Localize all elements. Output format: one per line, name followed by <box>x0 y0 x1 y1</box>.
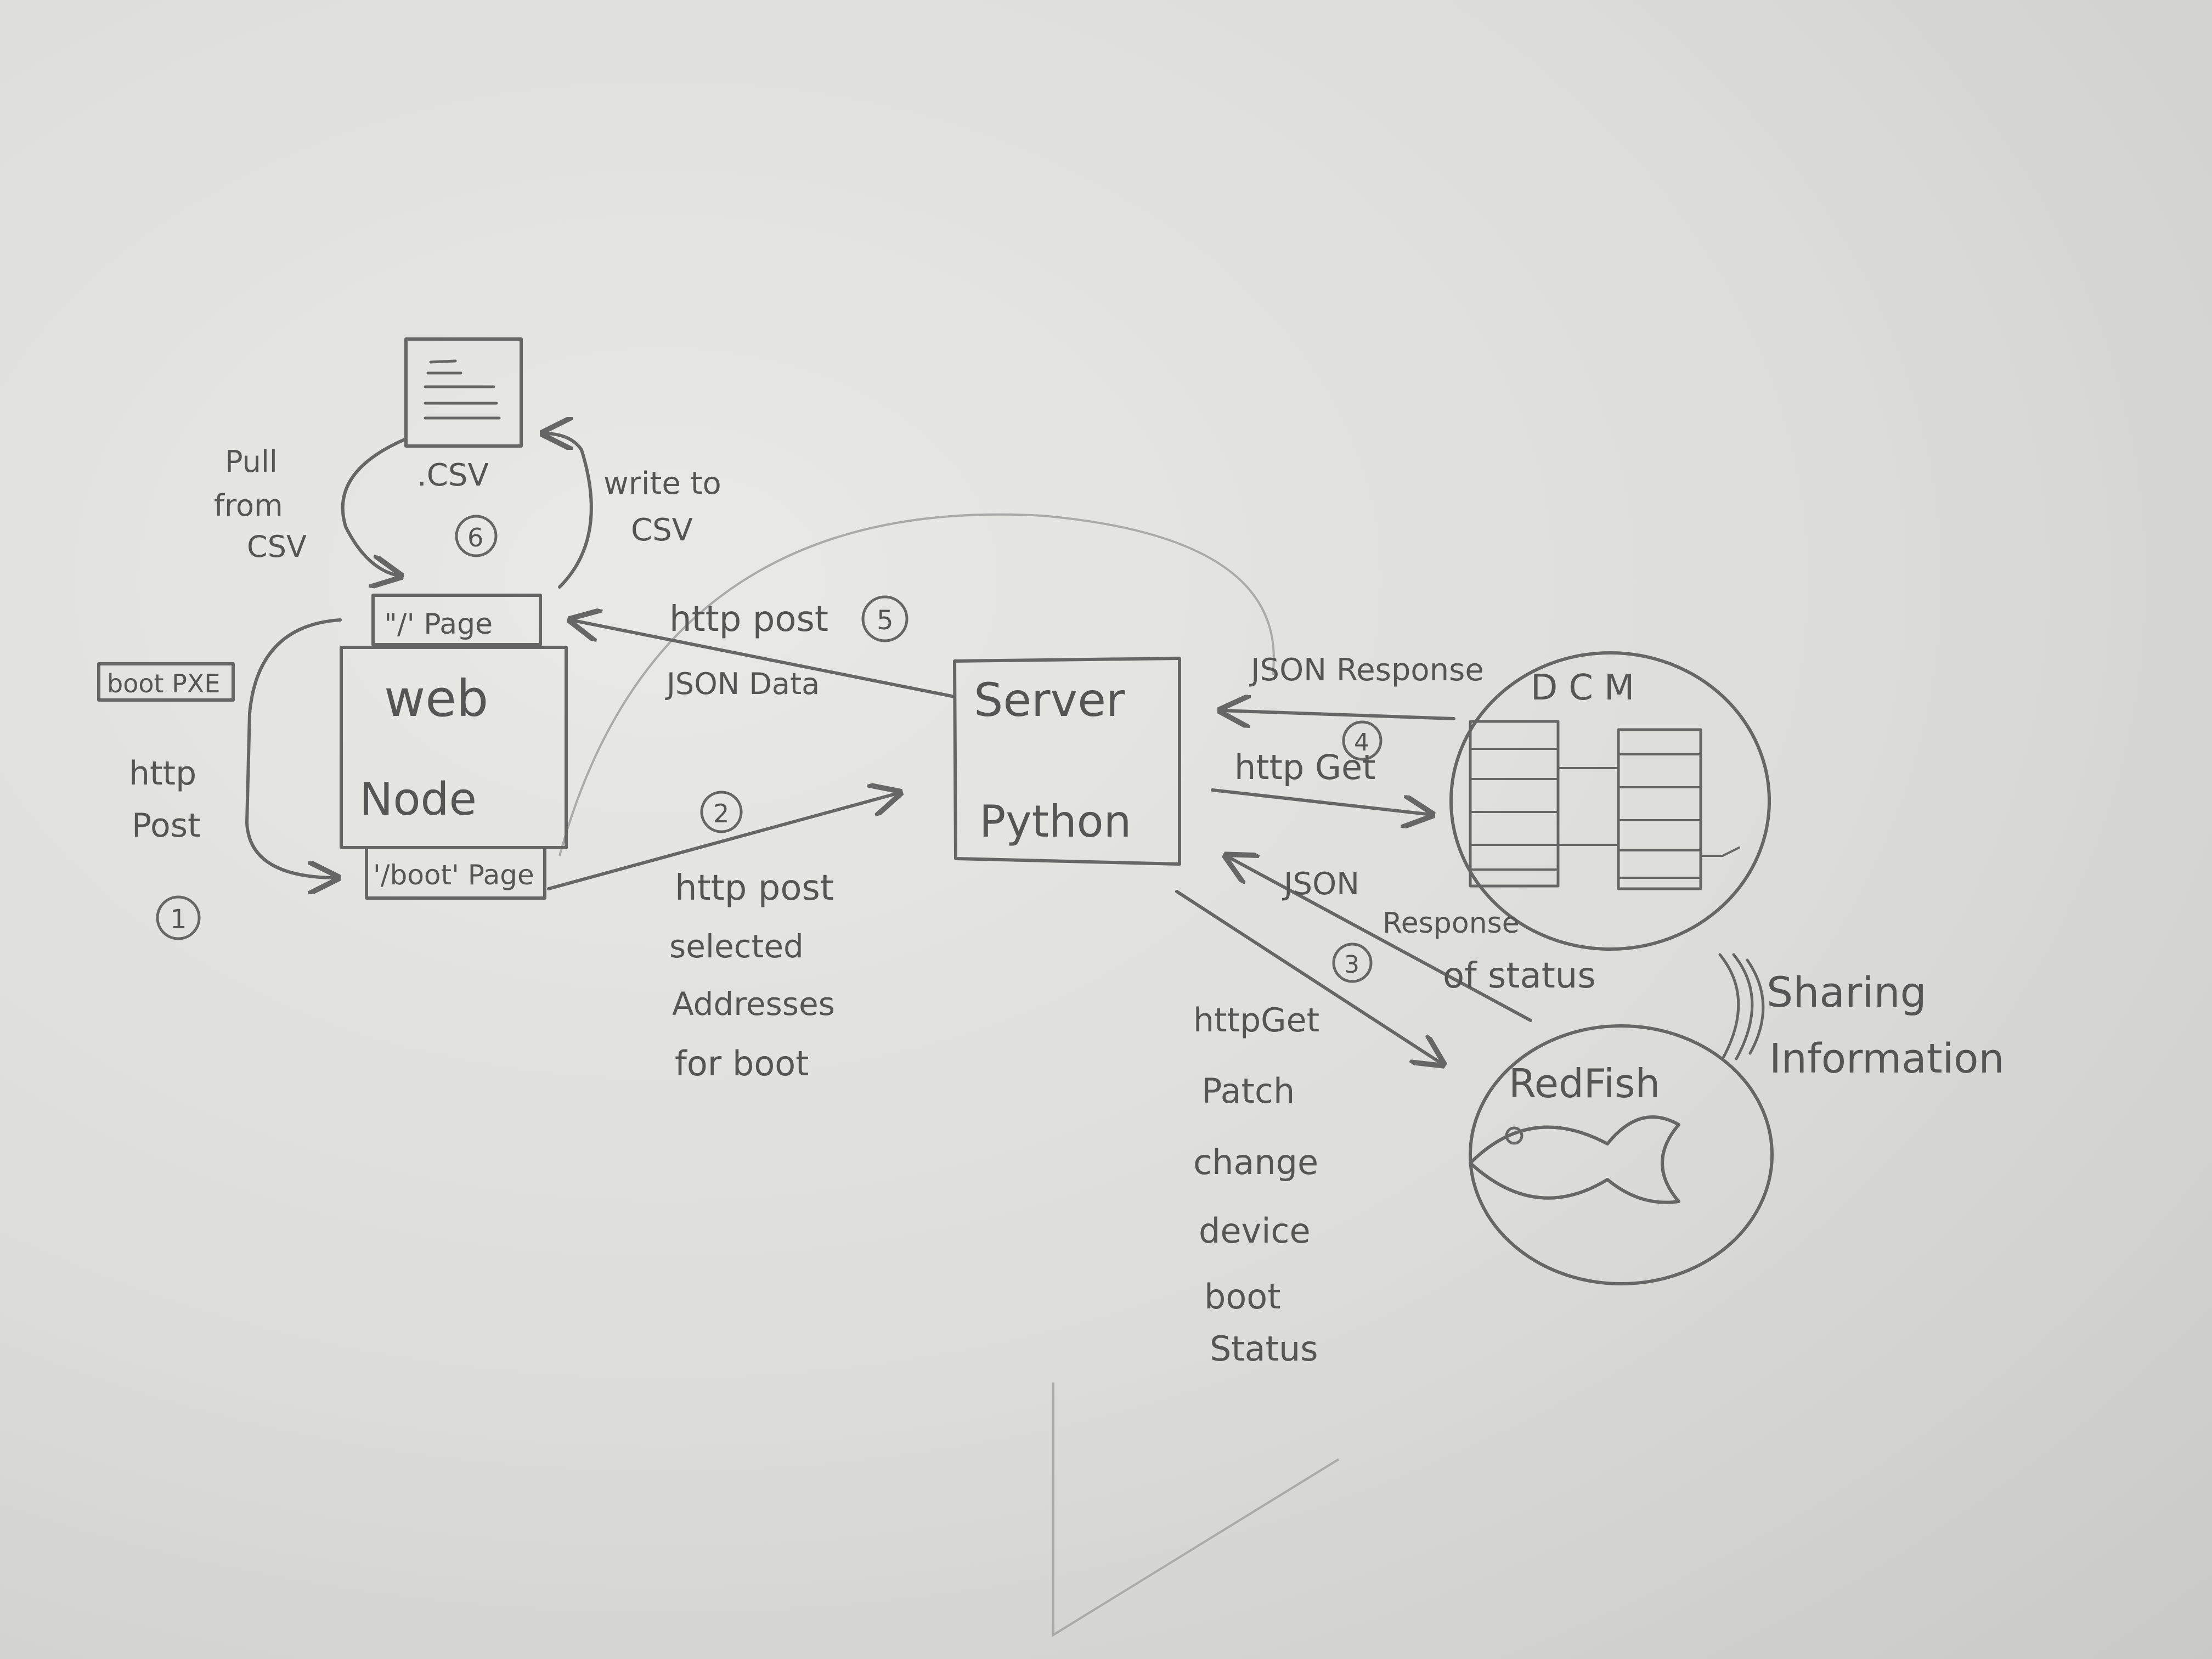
dcm-node: DCM <box>1449 651 1771 951</box>
step-3-number: 3 <box>1344 951 1359 979</box>
step-1-circle <box>156 895 201 940</box>
dcm-json-response-arrow <box>1221 710 1455 719</box>
http-post-5-arrow <box>571 620 956 698</box>
redfish-request-arrow <box>1175 890 1443 1064</box>
boot-page-box <box>365 846 546 900</box>
web-node: "/' Page web Node '/boot' Page <box>340 594 568 900</box>
dcm-title: DCM <box>1531 668 1645 708</box>
dcm-rack-left <box>1469 720 1560 888</box>
boot-pxe-label: boot PXE <box>107 669 220 698</box>
step-5-circle <box>861 595 909 642</box>
fish-eye-icon <box>1505 1126 1523 1145</box>
pull-label-3: CSV <box>247 529 307 564</box>
write-label-2: CSV <box>631 512 693 548</box>
step-2-circle <box>700 791 743 833</box>
http-post-loop-arrow <box>245 618 342 878</box>
dcm-rack-links <box>1557 767 1740 857</box>
csv-label: .CSV <box>417 458 489 493</box>
redfish-request-line-6: Status <box>1210 1329 1318 1369</box>
csv-text-lines <box>424 359 501 420</box>
http-post-2-arrow <box>547 793 900 890</box>
redfish-request-line-4: device <box>1199 1211 1311 1251</box>
redfish-request-line-2: Patch <box>1201 1071 1295 1111</box>
pull-label-2: from <box>214 488 283 523</box>
redfish-circle <box>1469 1024 1774 1285</box>
step-1-number: 1 <box>170 904 187 935</box>
dcm-http-get-label: http Get <box>1234 747 1375 787</box>
post2-line-1: http post <box>675 868 834 909</box>
http-post-label-2: Post <box>132 806 201 845</box>
sharing-line-2: Information <box>1769 1035 2004 1082</box>
step-4-number: 4 <box>1354 729 1369 757</box>
dcm-circle <box>1449 651 1771 951</box>
step-6-circle <box>455 515 498 557</box>
step-4-circle <box>1342 720 1383 761</box>
redfish-json-response-arrow <box>1226 856 1532 1022</box>
step-3-circle <box>1332 943 1373 983</box>
redfish-response-line-2: Response <box>1383 907 1520 940</box>
write-label-1: write to <box>603 466 721 501</box>
web-node-title: web <box>384 669 488 728</box>
post2-line-3: Addresses <box>672 985 835 1023</box>
csv-document-icon <box>404 337 523 448</box>
boot-page-label: '/boot' Page <box>373 859 534 891</box>
redfish-request-line-3: change <box>1193 1142 1318 1182</box>
root-page-label: "/' Page <box>384 608 493 641</box>
dcm-rack-right <box>1617 728 1702 890</box>
server-subtitle: Python <box>979 796 1131 847</box>
dcm-rack-left-shelves <box>1469 748 1559 871</box>
sharing-line-1: Sharing <box>1767 968 1927 1017</box>
dcm-http-get-arrow <box>1211 788 1432 815</box>
csv-document: .CSV 6 <box>404 337 523 557</box>
step-6-number: 6 <box>467 523 483 552</box>
faint-triangle <box>1052 1383 1340 1637</box>
faint-arc <box>558 513 1275 856</box>
root-page-box <box>371 594 542 646</box>
http-post-5-label: http post <box>669 599 828 640</box>
boot-pxe-box <box>97 662 235 702</box>
write-to-csv-arrow <box>543 433 593 589</box>
pull-from-csv-arrow <box>341 437 408 576</box>
redfish-request-line-5: boot <box>1204 1277 1281 1317</box>
step-5-number: 5 <box>877 605 894 636</box>
web-node-subtitle: Node <box>359 774 477 826</box>
server-title: Server <box>974 673 1125 727</box>
json-data-label: JSON Data <box>665 667 820 701</box>
post2-line-2: selected <box>669 928 804 965</box>
redfish-title: RedFish <box>1509 1060 1660 1107</box>
server-box <box>953 657 1181 866</box>
redfish-response-line-1: JSON <box>1282 866 1359 902</box>
post2-line-4: for boot <box>675 1043 809 1084</box>
dcm-rack-right-shelves <box>1617 753 1702 879</box>
step-2-number: 2 <box>713 799 729 828</box>
sharing-link-lines <box>1718 953 1765 1060</box>
redfish-response-line-3: of status <box>1443 956 1596 996</box>
redfish-node: RedFish <box>1469 1024 1774 1285</box>
redfish-request-line-1: httpGet <box>1193 1001 1319 1040</box>
dcm-json-response-label: JSON Response <box>1249 652 1484 688</box>
fish-icon <box>1469 1115 1680 1204</box>
pull-label-1: Pull <box>225 444 278 479</box>
http-post-label-1: http <box>129 754 196 793</box>
server-node: Server Python <box>953 657 1181 866</box>
